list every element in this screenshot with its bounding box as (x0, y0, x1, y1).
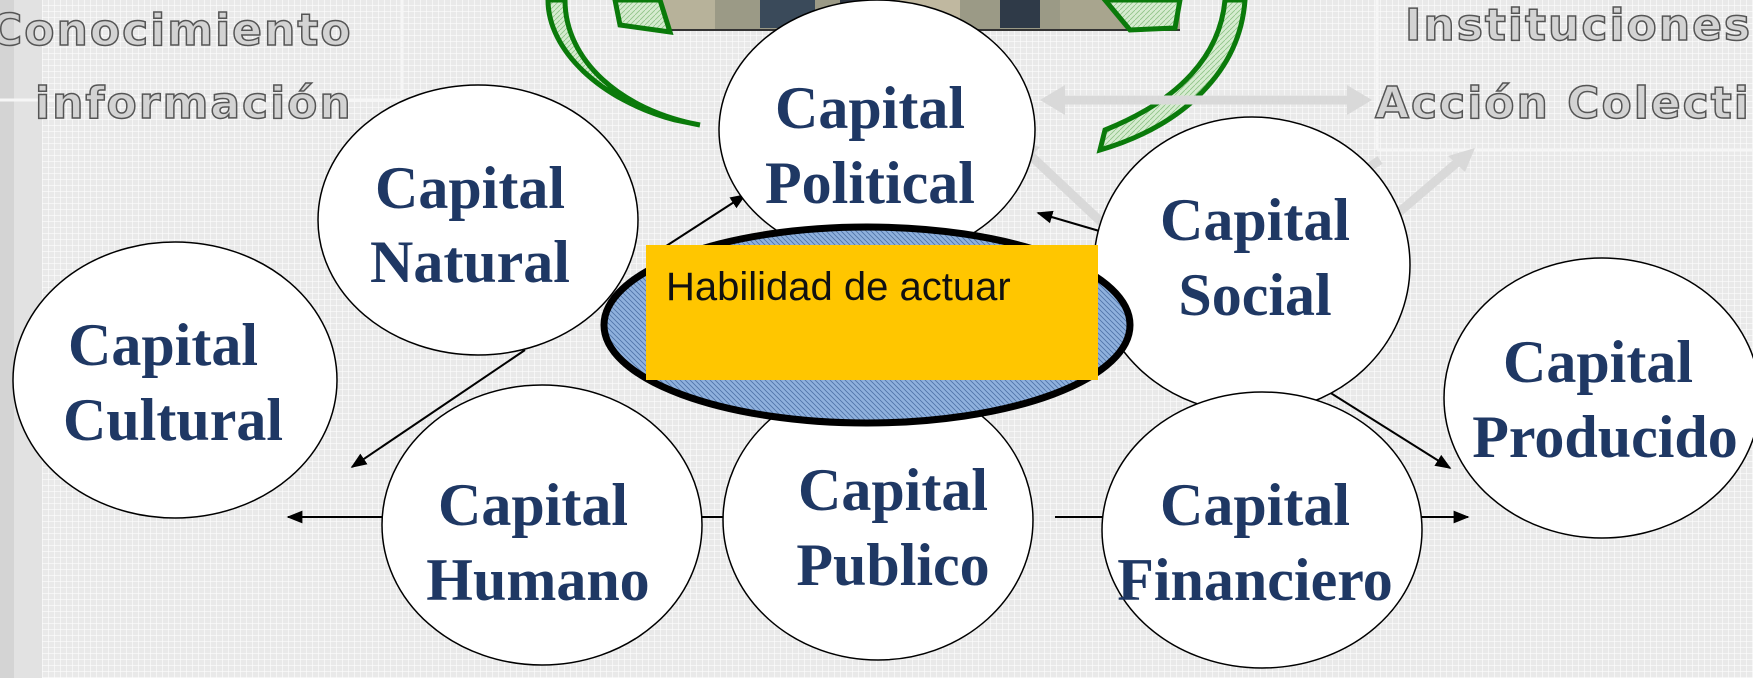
green-arrow-right (1096, 0, 1248, 154)
label-cultural-1: Capital (68, 312, 258, 378)
corner-text-right-2: Acción Colecti (1375, 78, 1751, 129)
ability-label: Habilidad de actuar (666, 265, 1011, 309)
label-humano-1: Capital (438, 472, 628, 538)
label-publico-1: Capital (798, 457, 988, 523)
node-capital-humano (381, 384, 703, 666)
label-political-1: Capital (775, 75, 965, 141)
label-financiero-1: Capital (1160, 472, 1350, 538)
label-natural-1: Capital (375, 155, 565, 221)
label-social-1: Capital (1160, 187, 1350, 253)
green-arrow-left-head (612, 0, 674, 36)
green-arrow-right-head (1101, 0, 1183, 33)
label-humano-2: Humano (426, 547, 649, 613)
node-capital-cultural (12, 241, 338, 519)
green-arrow-left (545, 0, 701, 128)
label-natural-2: Natural (370, 229, 570, 295)
node-capital-natural (317, 84, 639, 356)
connector-arrows (286, 194, 1470, 524)
node-capital-producido (1443, 257, 1753, 539)
corner-text-left-1: Conocimiento (0, 5, 353, 56)
label-cultural-2: Cultural (63, 387, 283, 453)
ability-center: Habilidad de actuar (600, 223, 1134, 427)
corner-text-right-1: Instituciones (1405, 0, 1752, 51)
label-producido-1: Capital (1503, 329, 1693, 395)
label-political-2: Political (765, 150, 975, 216)
label-publico-2: Publico (796, 532, 989, 598)
label-social-2: Social (1178, 262, 1331, 328)
corner-text-left-2: información (35, 78, 353, 129)
label-producido-2: Producido (1472, 404, 1738, 470)
node-capital-financiero (1101, 391, 1423, 669)
label-financiero-2: Financiero (1117, 547, 1393, 613)
